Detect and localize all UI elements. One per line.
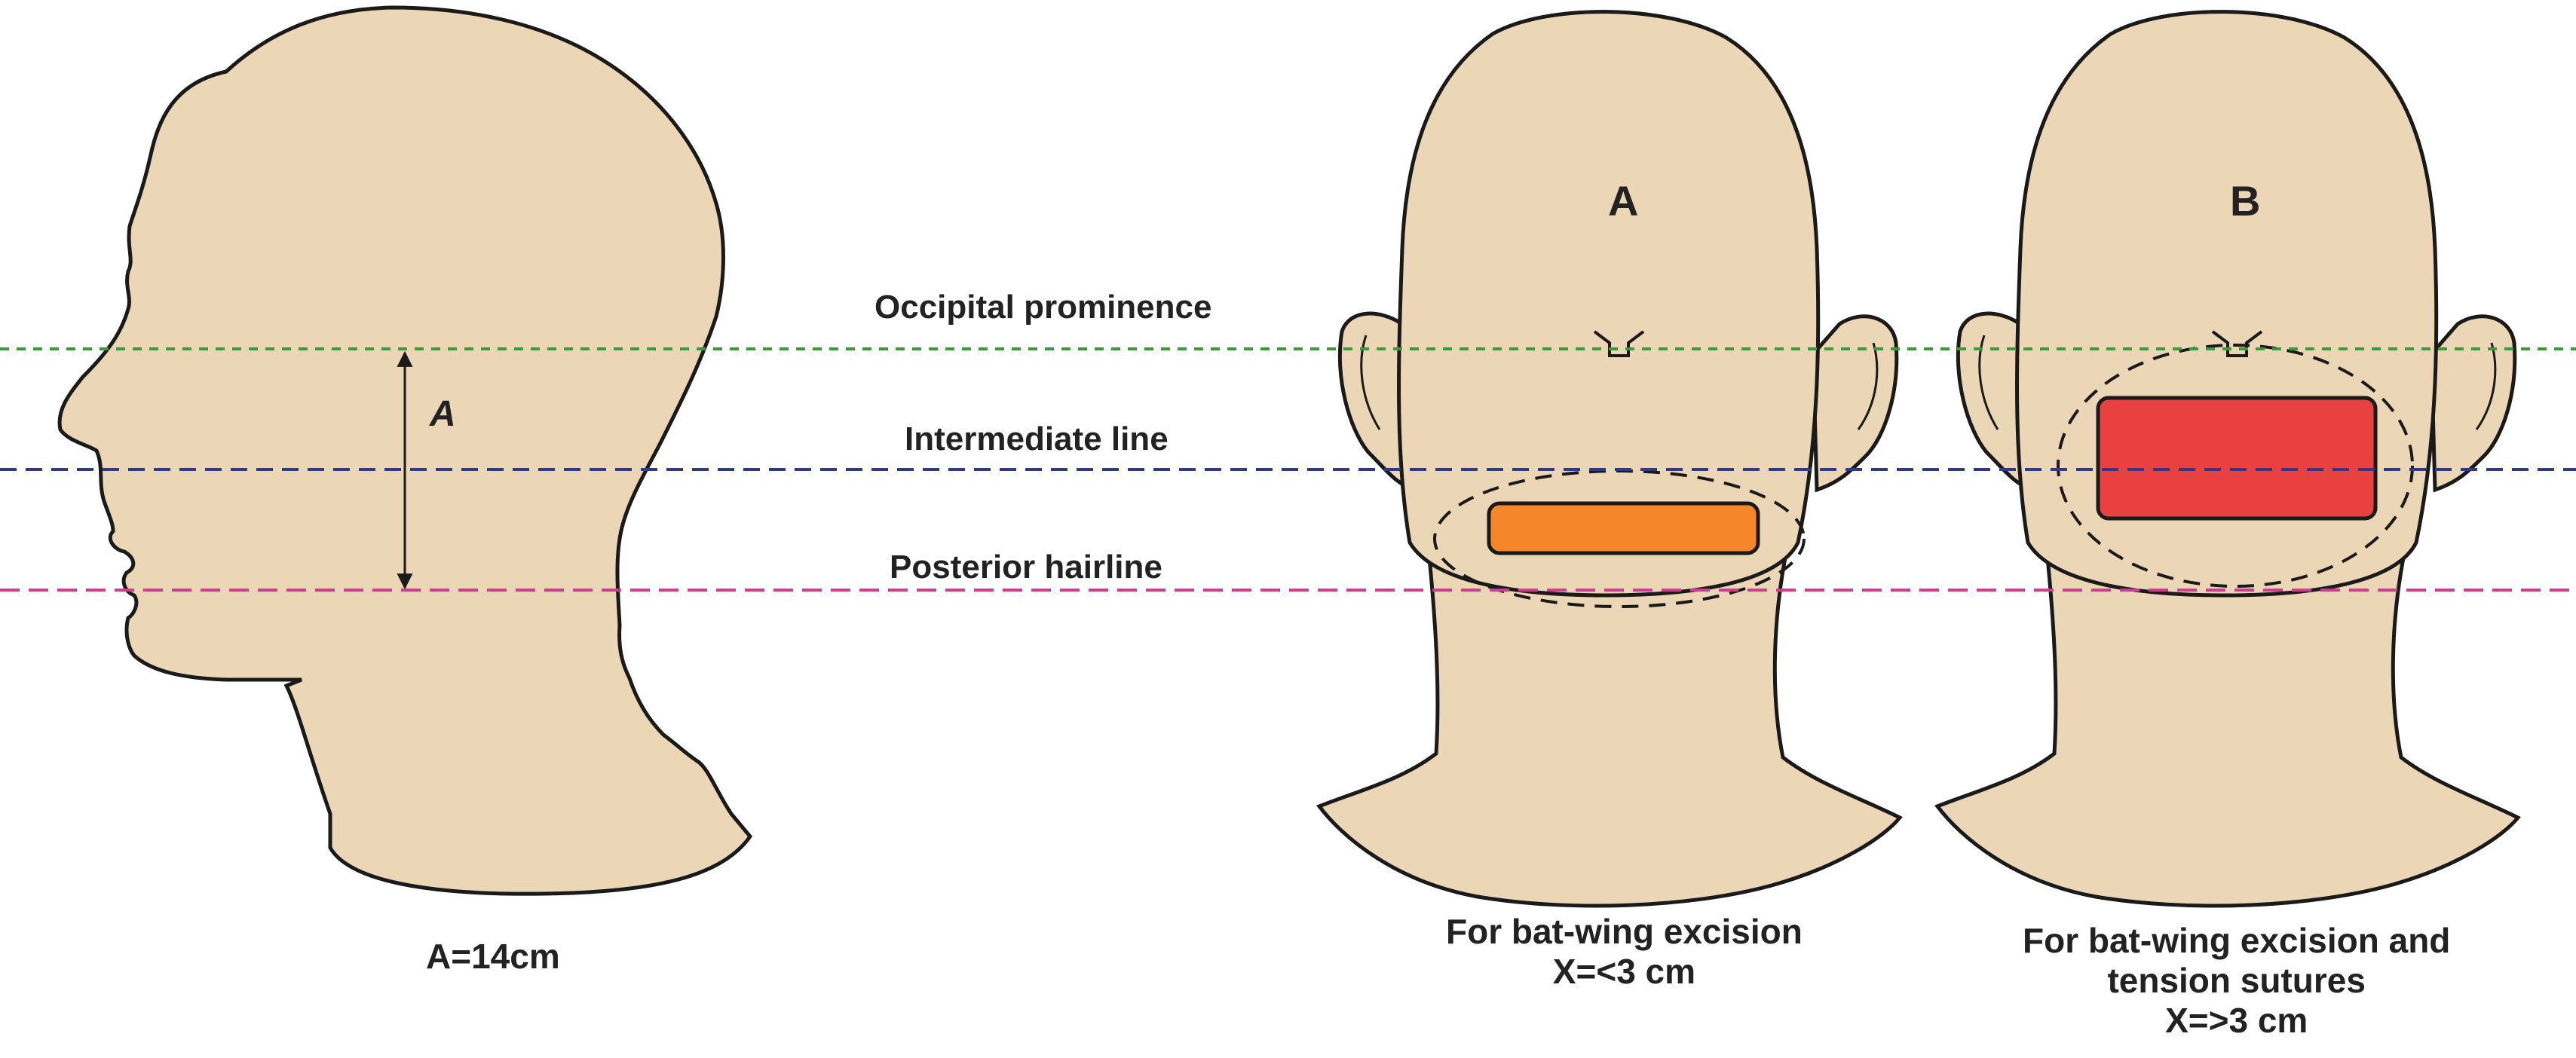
intermediate-line-label: Intermediate line <box>905 420 1169 457</box>
posterior-hairline-label: Posterior hairline <box>890 549 1162 586</box>
profile-caption: A=14cm <box>426 937 560 976</box>
occipital-prominence-label: Occipital prominence <box>874 289 1212 326</box>
view-b-excision <box>2096 396 2378 521</box>
view-a-caption-line2: X=<3 cm <box>1552 951 1696 991</box>
view-a-neck-shoulders <box>1316 548 1903 908</box>
view-a-excision <box>1487 501 1760 555</box>
view-a-head <box>1397 10 1821 598</box>
view-b-label: B <box>2230 177 2261 225</box>
profile-head <box>57 5 753 896</box>
view-a-caption: For bat-wing excision X=<3 cm <box>1446 912 1803 992</box>
profile-dimension-label: A <box>430 394 456 434</box>
view-a-caption-line1: For bat-wing excision <box>1446 912 1803 951</box>
view-b-caption-line2: tension sutures <box>2107 960 2366 1000</box>
back-view-a <box>1316 10 1903 908</box>
view-b-caption: For bat-wing excision and tension suture… <box>2023 921 2450 1041</box>
view-a-label: A <box>1608 177 1639 225</box>
view-b-dashed-ellipse <box>2057 344 2414 588</box>
view-b-right-ear <box>2429 314 2517 493</box>
back-view-b <box>1934 10 2521 908</box>
view-b-caption-line3: X=>3 cm <box>2165 1000 2308 1040</box>
view-a-right-ear <box>1811 314 1899 493</box>
view-b-caption-line1: For bat-wing excision and <box>2023 921 2451 960</box>
view-b-neck-shoulders <box>1934 548 2521 908</box>
